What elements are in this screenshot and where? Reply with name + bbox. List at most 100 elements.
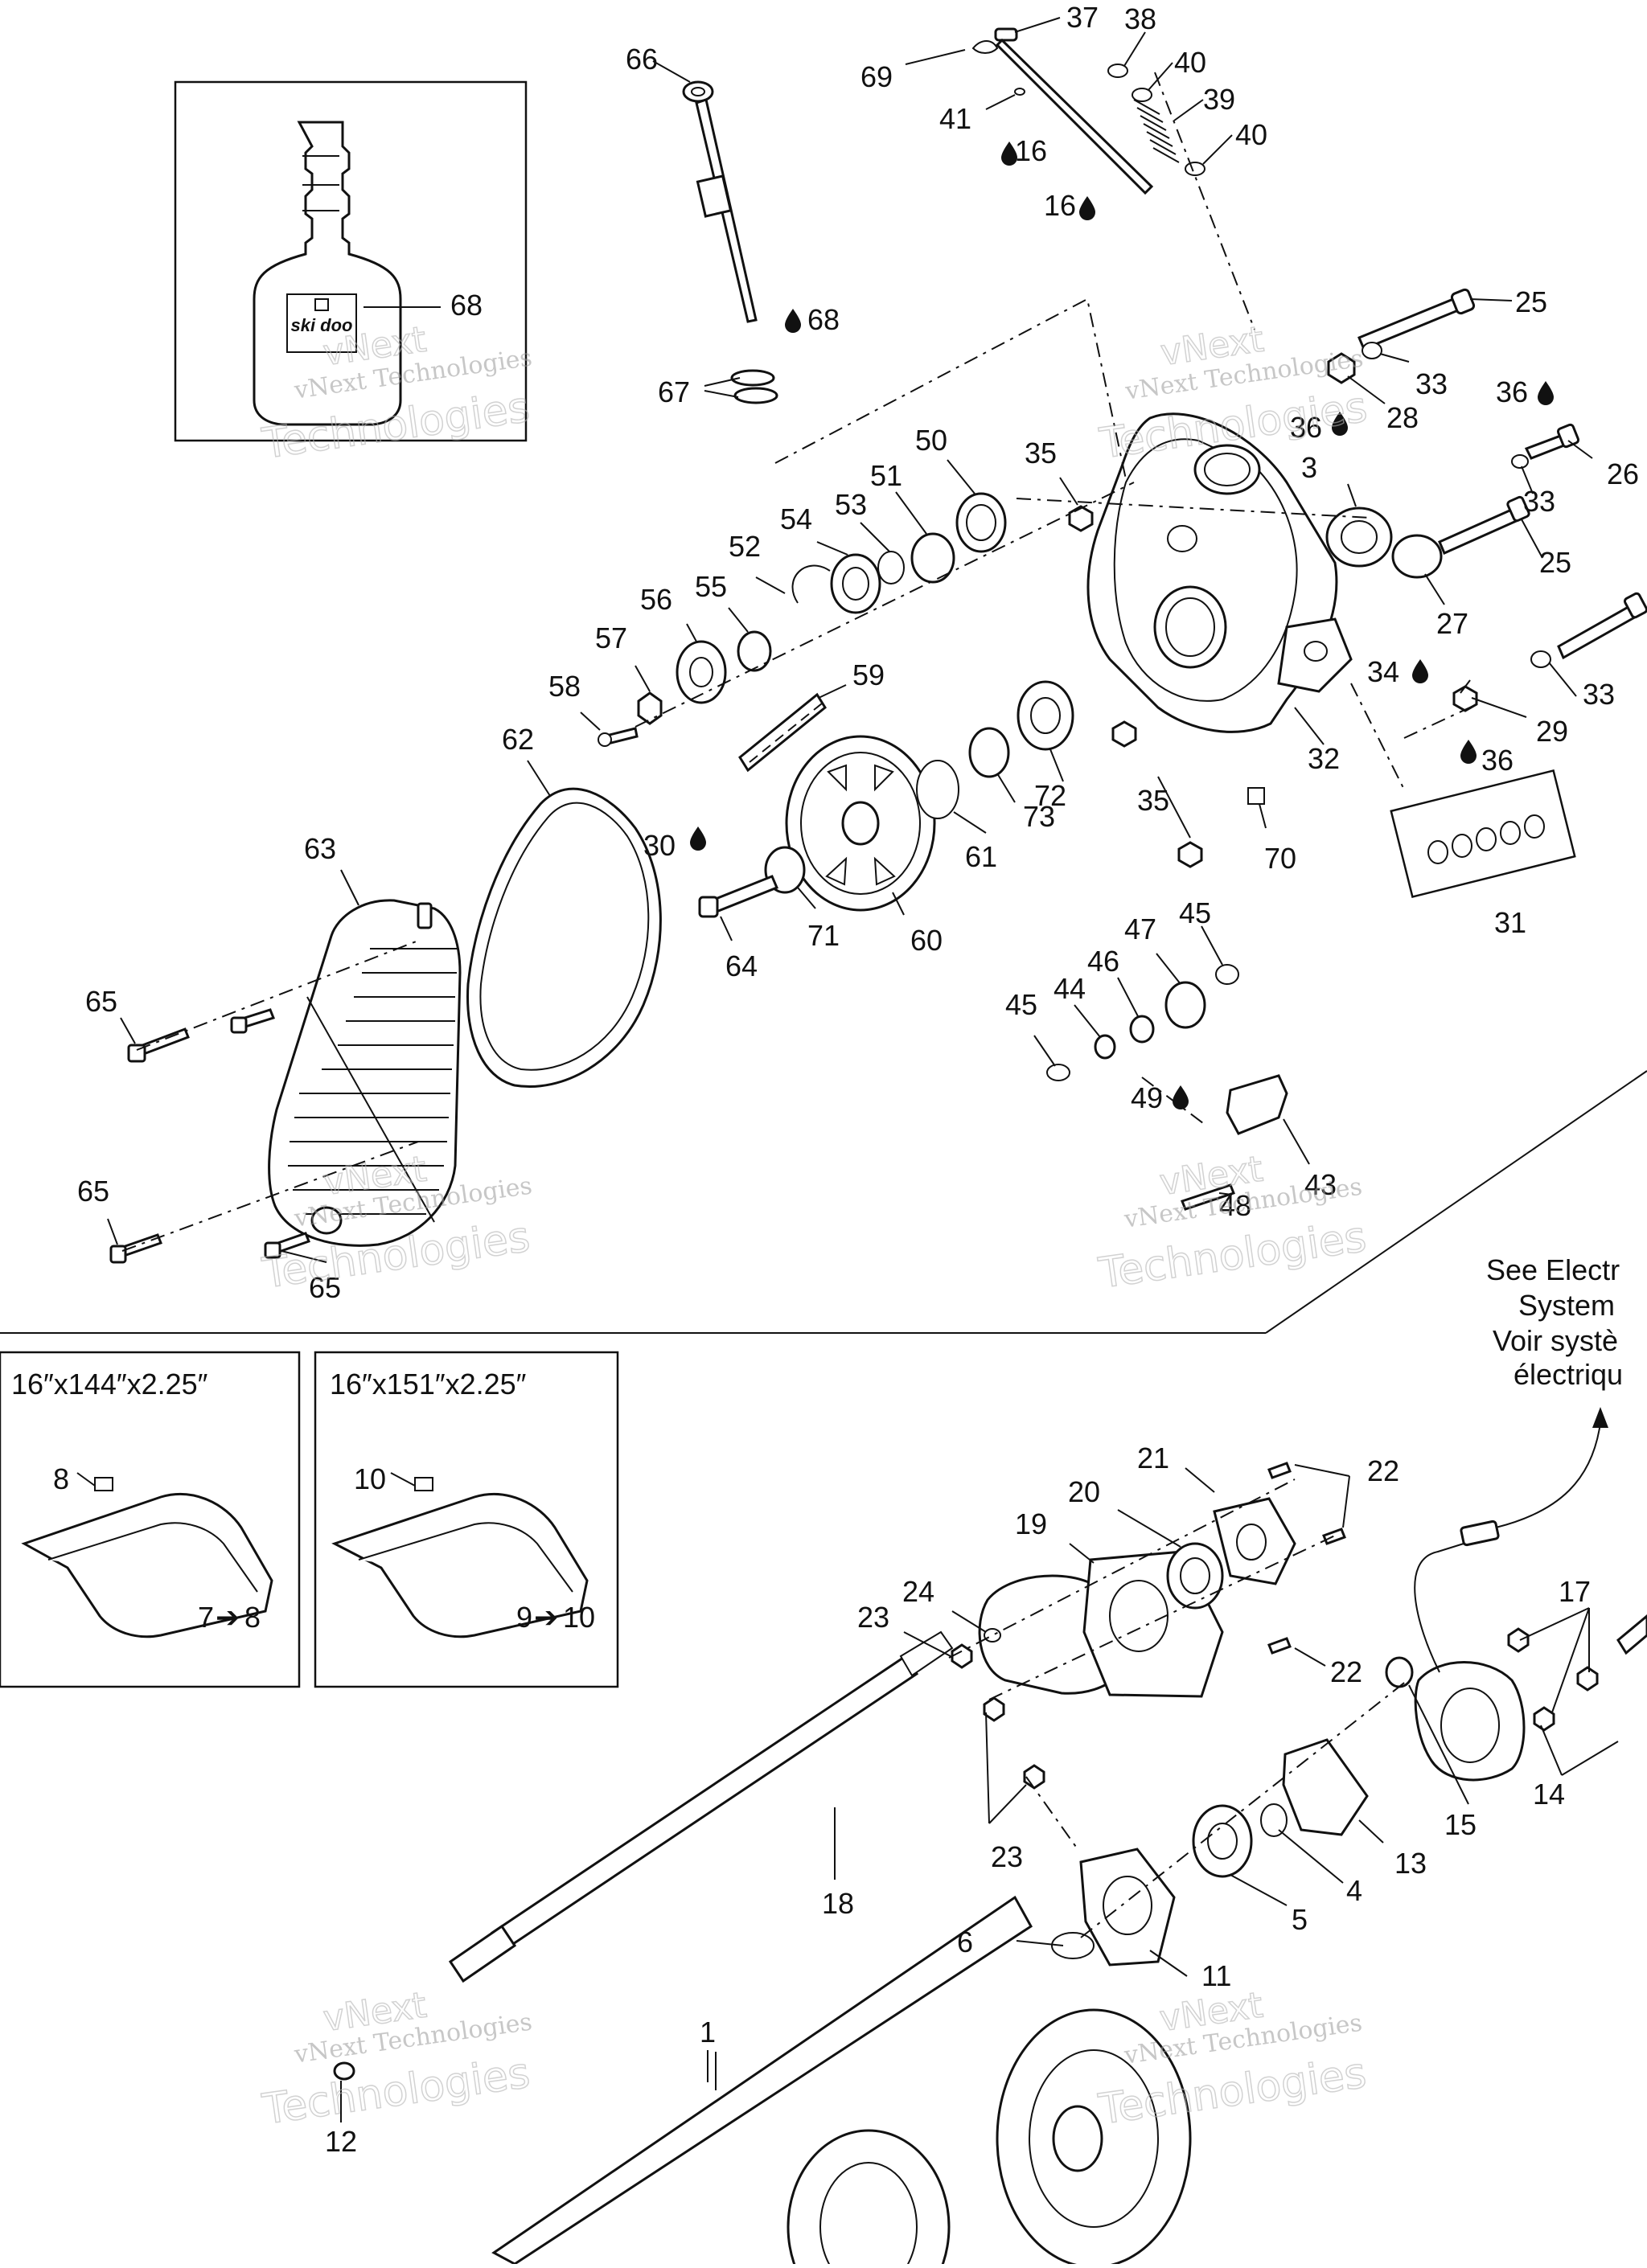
- callout-49: 49: [1131, 1081, 1163, 1114]
- bolt-48: [1181, 1183, 1235, 1211]
- callout-29: 29: [1536, 715, 1568, 748]
- callout-28: 28: [1386, 401, 1419, 434]
- callout-33: 33: [1583, 678, 1615, 711]
- callout-53: 53: [835, 488, 867, 521]
- callout-40: 40: [1174, 46, 1206, 79]
- washer-45a: [1046, 1064, 1070, 1081]
- callout-21: 21: [1137, 1442, 1169, 1474]
- nut-17b: [1576, 1666, 1599, 1692]
- circlip-4: [1260, 1803, 1288, 1837]
- callout-24: 24: [902, 1575, 934, 1608]
- leader-lines: [76, 17, 1619, 2122]
- spring-39: [1133, 99, 1180, 163]
- callout-37: 37: [1066, 1, 1099, 34]
- bearing-46: [1129, 1015, 1155, 1044]
- callout-30: 30: [643, 829, 676, 862]
- callout-23: 23: [991, 1840, 1023, 1873]
- nut-23b: [983, 1696, 1005, 1722]
- svg-text:7: 7: [198, 1601, 214, 1634]
- callout-43: 43: [1304, 1168, 1337, 1201]
- callout-59: 59: [852, 658, 885, 691]
- callout-35: 35: [1137, 784, 1169, 817]
- callout-36: 36: [1481, 744, 1514, 777]
- callout-70: 70: [1264, 842, 1296, 875]
- callout-62: 62: [502, 723, 534, 756]
- callout-36: 36: [1290, 411, 1322, 444]
- washer-40a: [1132, 88, 1152, 102]
- washer-33c: [1530, 650, 1551, 668]
- callout-54: 54: [780, 502, 812, 535]
- callout-71: 71: [807, 919, 840, 952]
- circlip-61: [916, 760, 959, 819]
- svg-text:électriqu: électriqu: [1514, 1358, 1623, 1391]
- nut-23a: [951, 1643, 973, 1669]
- clip-10: [414, 1477, 433, 1491]
- callout-50: 50: [915, 424, 947, 457]
- pointer-arrowhead: [1592, 1407, 1608, 1428]
- callout-32: 32: [1308, 742, 1340, 775]
- track-range-144: 7 ➔ 8: [198, 1601, 261, 1634]
- svg-text:8: 8: [244, 1601, 261, 1634]
- callout-25: 25: [1539, 546, 1571, 579]
- callout-3: 3: [1301, 451, 1317, 484]
- svg-text:➔: ➔: [534, 1601, 558, 1634]
- callout-41: 41: [939, 102, 971, 135]
- bolt-22b: [1322, 1528, 1346, 1545]
- track-illustration-144: [21, 1477, 273, 1638]
- drive-axle-1: [491, 1895, 1033, 2266]
- circlip-52: [791, 564, 831, 604]
- svg-text:9: 9: [516, 1601, 532, 1634]
- plate-13: [1282, 1738, 1369, 1836]
- callout-64: 64: [725, 949, 758, 982]
- nut-17a: [1507, 1627, 1530, 1653]
- svg-text:➔: ➔: [216, 1601, 240, 1634]
- callout-20: 20: [1068, 1475, 1100, 1508]
- callout-31: 31: [1494, 906, 1526, 939]
- callout-1: 1: [700, 2016, 716, 2049]
- callout-55: 55: [695, 570, 727, 603]
- ring-53: [877, 551, 905, 584]
- callout-61: 61: [965, 840, 997, 873]
- callout-39: 39: [1203, 83, 1235, 116]
- track-illustration-151: [331, 1477, 589, 1638]
- electrical-system-note: See Electr System Voir systè électriqu: [1486, 1253, 1623, 1391]
- o-ring-67a: [730, 369, 775, 387]
- nut-35b: [1111, 720, 1137, 748]
- clip-69: [971, 40, 999, 54]
- dipstick-66: [682, 80, 778, 404]
- callout-60: 60: [910, 924, 943, 957]
- sensor-15: [1385, 1656, 1414, 1688]
- bolt-25a: [1357, 296, 1464, 351]
- pin-41: [1014, 88, 1025, 96]
- callout-4: 4: [1346, 1874, 1362, 1907]
- callout-58: 58: [548, 670, 581, 703]
- shims-31: [1427, 814, 1545, 864]
- spacer-51: [910, 532, 955, 584]
- bottle-label: [286, 293, 357, 353]
- callout-47: 47: [1124, 913, 1156, 945]
- callout-11: 11: [1201, 1959, 1231, 1992]
- callout-23: 23: [857, 1601, 889, 1634]
- callout-13: 13: [1394, 1847, 1427, 1880]
- callout-12: 12: [325, 2125, 357, 2158]
- upper-shaft-stack: [598, 492, 1007, 747]
- nut-35c: [1177, 841, 1203, 868]
- chain-59: [738, 692, 827, 773]
- callout-65: 65: [309, 1271, 341, 1304]
- bolt-right: [1557, 602, 1639, 660]
- washer-24: [984, 1628, 1001, 1643]
- plug-70: [1247, 787, 1265, 805]
- track-range-151: 9 ➔ 10: [516, 1601, 595, 1634]
- nut-57: [637, 691, 663, 725]
- washer-45b: [1215, 964, 1239, 985]
- bolt-22a: [1267, 1462, 1292, 1479]
- callout-73: 73: [1023, 800, 1055, 833]
- chaincase-housing: [1086, 412, 1353, 733]
- shim-set-31: [1390, 769, 1576, 899]
- track-size-151: 16″x151″x2.25″: [330, 1368, 527, 1401]
- lubricant-bottle-illustration: ski doo: [253, 121, 402, 426]
- callout-35: 35: [1025, 437, 1057, 470]
- callout-65: 65: [85, 985, 117, 1018]
